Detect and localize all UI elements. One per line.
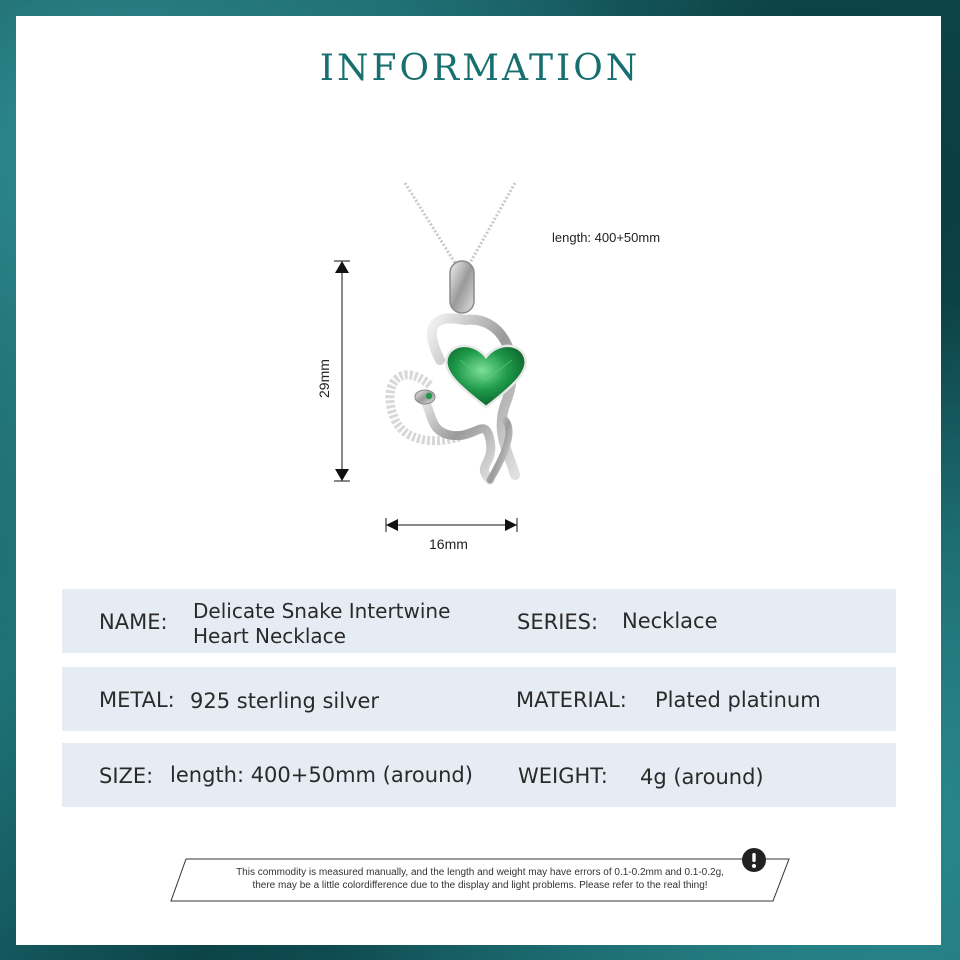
- notice-text: This commodity is measured manually, and…: [170, 866, 790, 892]
- spec-row-name: NAME: Delicate Snake Intertwine Heart Ne…: [62, 589, 896, 653]
- pendant-image: [334, 182, 527, 532]
- name-label: NAME:: [99, 610, 168, 634]
- spec-row-metal: METAL: 925 sterling silver MATERIAL: Pla…: [62, 667, 896, 731]
- metal-label: METAL:: [99, 688, 175, 712]
- weight-value: 4g (around): [640, 765, 764, 789]
- material-label: MATERIAL:: [516, 688, 627, 712]
- height-label: 29mm: [316, 359, 332, 398]
- width-label: 16mm: [429, 536, 468, 552]
- name-value-line2: Heart Necklace: [193, 624, 346, 648]
- name-value-line1: Delicate Snake Intertwine: [193, 599, 451, 623]
- metal-value: 925 sterling silver: [190, 689, 380, 713]
- exclamation-icon: [742, 848, 766, 872]
- chain-length-label: length: 400+50mm: [552, 230, 661, 245]
- page-title: INFORMATION: [319, 48, 641, 89]
- notice-border: [170, 858, 790, 902]
- disclaimer-notice: This commodity is measured manually, and…: [170, 848, 790, 902]
- size-label: SIZE:: [99, 764, 154, 788]
- series-label: SERIES:: [517, 610, 599, 634]
- notice-line-1: This commodity is measured manually, and…: [236, 867, 724, 878]
- weight-label: WEIGHT:: [518, 764, 608, 788]
- size-value: length: 400+50mm (around): [170, 763, 473, 787]
- material-value: Plated platinum: [655, 688, 821, 712]
- series-value: Necklace: [622, 609, 718, 633]
- spec-row-size: SIZE: length: 400+50mm (around) WEIGHT: …: [62, 743, 896, 807]
- notice-line-2: there may be a little colordifference du…: [252, 880, 708, 891]
